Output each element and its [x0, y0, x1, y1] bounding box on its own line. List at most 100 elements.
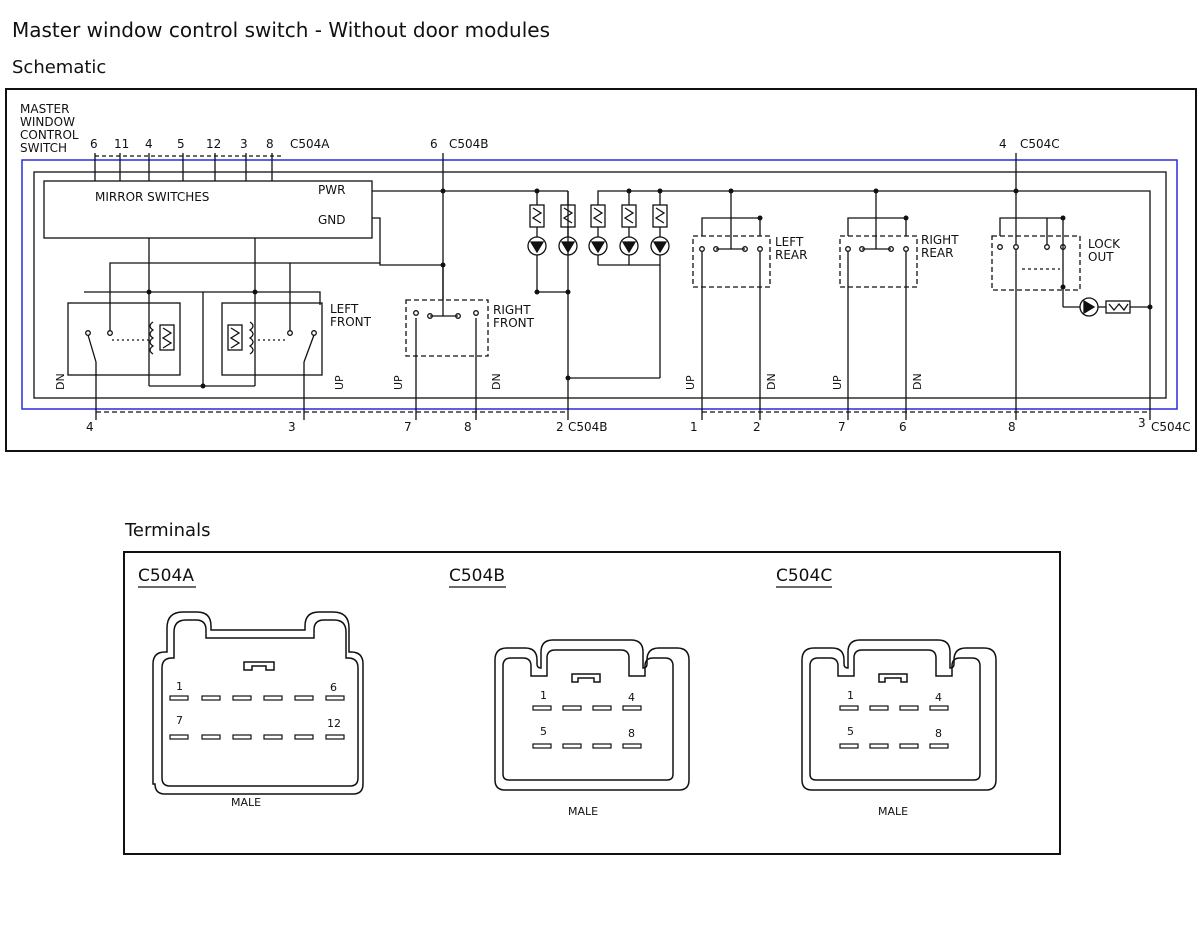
right-front-switch: [405, 299, 489, 357]
mirror-switches-label: MIRROR SWITCHES: [95, 190, 209, 204]
svg-text:FRONT: FRONT: [330, 315, 372, 329]
svg-text:12: 12: [206, 137, 221, 151]
svg-text:UP: UP: [831, 375, 844, 390]
right-front-switch-contacts: [413, 300, 479, 420]
svg-text:7: 7: [176, 714, 183, 727]
svg-text:DN: DN: [765, 373, 778, 390]
svg-text:SWITCH: SWITCH: [20, 141, 67, 155]
c504a-top-pins: 6 11 4 5 12 3 8 C504A 6 C504B 4 C504C: [90, 137, 1060, 151]
svg-text:C504C: C504C: [1020, 137, 1060, 151]
svg-text:4: 4: [935, 691, 942, 704]
svg-text:LEFT: LEFT: [775, 235, 804, 249]
svg-text:6: 6: [430, 137, 438, 151]
power-bus: [372, 153, 1151, 378]
bottom-pin-numbers: 4 3 7 8 2 C504B 1 2 7 6 8 3 C504C: [86, 416, 1191, 434]
svg-text:4: 4: [999, 137, 1007, 151]
svg-text:DN: DN: [911, 373, 924, 390]
svg-text:RIGHT: RIGHT: [493, 303, 531, 317]
ground-bus: [84, 217, 444, 387]
svg-text:1: 1: [540, 689, 547, 702]
schematic-heading: Schematic: [12, 57, 107, 78]
svg-text:4: 4: [86, 420, 94, 434]
svg-text:DN: DN: [490, 373, 503, 390]
svg-text:3: 3: [1138, 416, 1146, 430]
svg-text:OUT: OUT: [1088, 250, 1114, 264]
page-title: Master window control switch - Without d…: [12, 18, 550, 42]
terminals-frame: [123, 551, 1061, 855]
c504b-connector-face: [494, 639, 690, 791]
left-front-label: LEFT FRONT: [330, 302, 372, 329]
direction-labels: DN UP UP DN UP DN UP DN: [54, 373, 924, 390]
left-rear-switch-contacts: [699, 191, 763, 420]
svg-text:LOCK: LOCK: [1088, 237, 1121, 251]
switch-body: [33, 171, 1167, 399]
lock-out-switch-contacts: [997, 191, 1151, 420]
mirror-switches-box: [43, 180, 373, 239]
lock-out-switch: [991, 235, 1081, 291]
pwr-label: PWR: [318, 183, 345, 197]
c504a-top-wires: [94, 153, 282, 181]
svg-text:3: 3: [288, 420, 296, 434]
svg-text:WINDOW: WINDOW: [20, 115, 75, 129]
svg-text:FRONT: FRONT: [493, 316, 535, 330]
svg-text:C504B: C504B: [568, 420, 608, 434]
svg-text:UP: UP: [392, 375, 405, 390]
svg-text:8: 8: [935, 727, 942, 740]
svg-text:8: 8: [628, 727, 635, 740]
right-rear-label: RIGHT REAR: [921, 233, 959, 260]
svg-text:11: 11: [114, 137, 129, 151]
svg-text:6: 6: [899, 420, 907, 434]
c504c-pin-labels: 1 4 5 8 MALE: [847, 689, 942, 818]
svg-text:CONTROL: CONTROL: [20, 128, 79, 142]
svg-text:4: 4: [628, 691, 635, 704]
c504c-heading: C504C: [776, 566, 832, 586]
c504b-pin-labels: 1 4 5 8 MALE: [540, 689, 635, 818]
c504a-pin-labels: 1 6 7 12 MALE: [176, 680, 341, 809]
c504b-heading: C504B: [449, 566, 505, 586]
c504c-connector-face: [801, 639, 997, 791]
svg-text:REAR: REAR: [921, 246, 953, 260]
svg-text:C504A: C504A: [290, 137, 330, 151]
terminals-heading: Terminals: [125, 520, 211, 541]
svg-text:REAR: REAR: [775, 248, 807, 262]
left-rear-label: LEFT REAR: [775, 235, 807, 262]
svg-text:C504B: C504B: [449, 137, 489, 151]
svg-text:6: 6: [330, 681, 337, 694]
c504b-gender: MALE: [568, 805, 598, 818]
c504a-connector-face: [152, 611, 364, 795]
svg-text:2: 2: [556, 420, 564, 434]
left-front-switch-contacts: [85, 292, 317, 420]
svg-text:LEFT: LEFT: [330, 302, 359, 316]
right-rear-switch-contacts: [845, 191, 909, 420]
svg-text:8: 8: [464, 420, 472, 434]
svg-text:12: 12: [327, 717, 341, 730]
c504a-gender: MALE: [231, 796, 261, 809]
right-front-label: RIGHT FRONT: [493, 303, 535, 330]
svg-text:4: 4: [145, 137, 153, 151]
terminal-headings: C504A C504B C504C: [138, 566, 832, 586]
svg-text:UP: UP: [333, 375, 346, 390]
c504c-gender: MALE: [878, 805, 908, 818]
svg-text:8: 8: [1008, 420, 1016, 434]
left-front-switch-passenger: [221, 302, 323, 376]
schematic-frame: [5, 88, 1197, 452]
indicator-leds: [527, 204, 670, 379]
left-front-switch-driver: [67, 302, 181, 376]
gnd-label: GND: [318, 213, 346, 227]
svg-text:8: 8: [266, 137, 274, 151]
svg-text:DN: DN: [54, 373, 67, 390]
c504a-heading: C504A: [138, 566, 194, 586]
component-outline: [21, 159, 1178, 410]
lock-out-label: LOCK OUT: [1088, 237, 1121, 264]
svg-text:2: 2: [753, 420, 761, 434]
svg-text:1: 1: [847, 689, 854, 702]
svg-text:6: 6: [90, 137, 98, 151]
component-label: MASTER WINDOW CONTROL SWITCH: [20, 102, 79, 155]
svg-text:5: 5: [540, 725, 547, 738]
svg-text:5: 5: [177, 137, 185, 151]
svg-text:3: 3: [240, 137, 248, 151]
svg-text:5: 5: [847, 725, 854, 738]
svg-text:1: 1: [690, 420, 698, 434]
svg-text:1: 1: [176, 680, 183, 693]
